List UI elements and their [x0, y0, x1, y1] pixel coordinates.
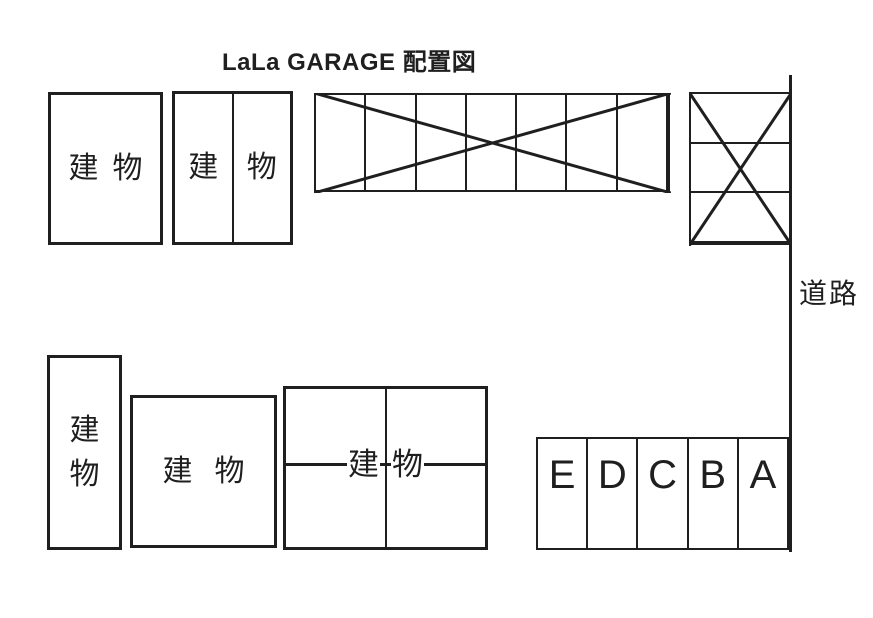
parking-space-a: A	[739, 439, 787, 548]
building-char-2: 物	[391, 447, 424, 482]
parking-space-label: E	[548, 453, 576, 497]
stall-cell	[618, 95, 668, 190]
parking-space-label: B	[699, 453, 727, 497]
stall-cell	[517, 95, 568, 190]
building-char-2: 物	[112, 151, 143, 185]
building-label: 建 物	[286, 449, 485, 480]
parking-space-label: C	[648, 453, 677, 497]
building-char-2: 物	[69, 457, 100, 491]
building-label: 建 物	[68, 151, 143, 185]
building-right-half: 物	[234, 94, 291, 242]
quadrant-vertical-divider	[384, 389, 387, 547]
road-boundary-line	[789, 75, 792, 552]
parking-space-label: D	[597, 453, 627, 497]
building-char-2: 物	[246, 151, 277, 184]
crossed-out-stall-block-right	[689, 92, 791, 245]
building-char-1: 建	[347, 447, 380, 482]
parking-space-c: C	[638, 439, 689, 548]
building-bottom-square: 建 物	[130, 395, 277, 548]
building-char-1: 建	[162, 454, 193, 488]
building-top-left-2: 建 物	[172, 91, 293, 245]
road-label: 道路	[799, 278, 860, 309]
building-label: 建 物	[162, 454, 245, 488]
stall-row	[691, 94, 789, 144]
building-label: 建 物	[69, 413, 100, 491]
parking-space-label: A	[749, 453, 777, 497]
stall-cell	[366, 95, 417, 190]
stall-row	[691, 144, 789, 194]
stall-cell	[417, 95, 467, 190]
stall-cell	[467, 95, 518, 190]
crossed-out-stall-block	[314, 93, 670, 192]
building-char-1: 建	[69, 413, 100, 447]
building-bottom-quadrant: 建 物	[283, 386, 488, 550]
building-bottom-tall: 建 物	[47, 355, 122, 550]
stall-cell	[316, 95, 367, 190]
stall-cell	[567, 95, 618, 190]
building-top-left: 建 物	[48, 92, 163, 245]
quadrant-horizontal-divider	[286, 463, 485, 466]
building-char-1: 建	[68, 151, 99, 185]
parking-space-d: D	[588, 439, 639, 548]
stall-row	[691, 193, 789, 244]
building-char-1: 建	[188, 151, 219, 184]
diagram-title: LaLa GARAGE 配置図	[222, 49, 477, 76]
building-char-2: 物	[214, 454, 245, 488]
parking-space-b: B	[689, 439, 739, 548]
parking-row: E D C B A	[536, 437, 789, 550]
building-left-half: 建	[175, 94, 234, 242]
parking-space-e: E	[538, 439, 589, 548]
